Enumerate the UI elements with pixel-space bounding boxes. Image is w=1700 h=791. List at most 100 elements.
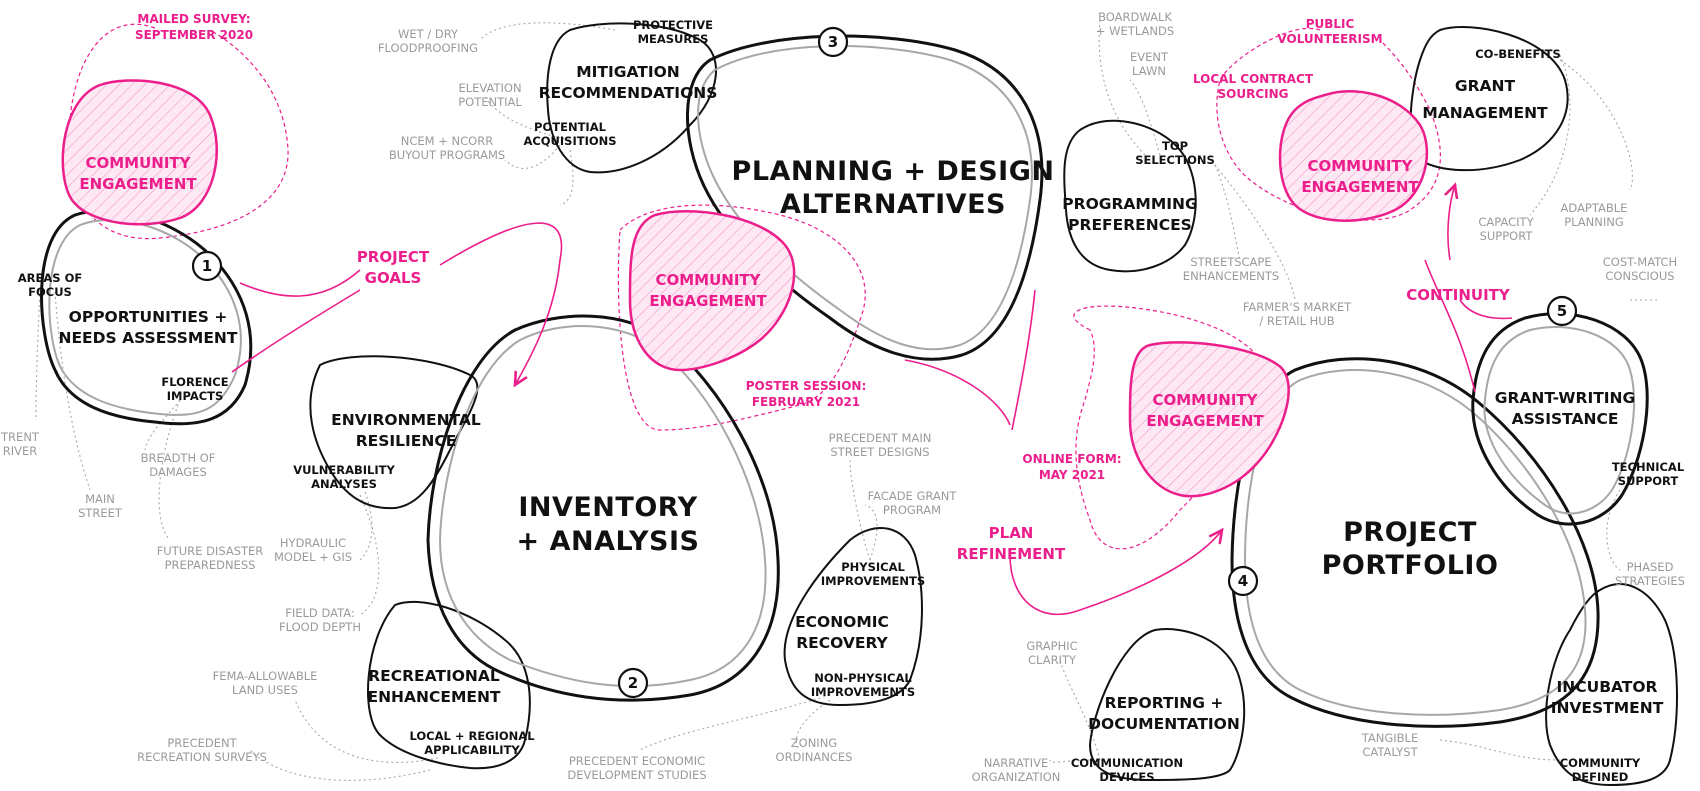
environmental-blob [309, 355, 479, 510]
svg-text:CLARITY: CLARITY [1028, 653, 1077, 667]
programming-blob [1063, 119, 1197, 273]
svg-text:RIVER: RIVER [3, 444, 38, 458]
svg-text:COMMUNITY: COMMUNITY [1560, 756, 1641, 770]
svg-text:CATALYST: CATALYST [1362, 745, 1418, 759]
svg-text:RECOVERY: RECOVERY [796, 634, 888, 652]
svg-text:APPLICABILITY: APPLICABILITY [424, 743, 520, 757]
transition-arrows [231, 185, 1513, 616]
svg-text:PROGRAMMING: PROGRAMMING [1062, 195, 1197, 213]
community-engagement-4: COMMUNITY ENGAGEMENT PUBLIC VOLUNTEERISM… [1193, 17, 1419, 196]
svg-text:IMPROVEMENTS: IMPROVEMENTS [821, 574, 925, 588]
stage-number-3: 3 [817, 26, 849, 58]
svg-text:RECREATIONAL: RECREATIONAL [368, 667, 500, 685]
svg-text:PLANNING + DESIGN: PLANNING + DESIGN [732, 156, 1055, 187]
svg-text:PREFERENCES: PREFERENCES [1068, 216, 1192, 234]
community-engagement-1: COMMUNITY ENGAGEMENT MAILED SURVEY: SEPT… [79, 12, 253, 193]
mitigation-recommendations: MITIGATION RECOMMENDATIONS PROTECTIVE ME… [378, 18, 717, 162]
svg-text:INVENTORY: INVENTORY [518, 492, 697, 523]
economic-blob [783, 527, 923, 706]
svg-text:ENHANCEMENTS: ENHANCEMENTS [1183, 269, 1279, 283]
svg-text:CAPACITY: CAPACITY [1478, 215, 1534, 229]
svg-text:POSTER SESSION:: POSTER SESSION: [746, 379, 867, 393]
svg-text:DOCUMENTATION: DOCUMENTATION [1088, 715, 1240, 733]
svg-text:ENGAGEMENT: ENGAGEMENT [649, 292, 767, 310]
community-blobs [61, 79, 1429, 498]
svg-text:STREET DESIGNS: STREET DESIGNS [830, 445, 929, 459]
svg-text:PROGRAM: PROGRAM [883, 503, 941, 517]
svg-text:ORDINANCES: ORDINANCES [776, 750, 853, 764]
svg-text:RECREATION SURVEYS: RECREATION SURVEYS [137, 750, 267, 764]
svg-text:GRAPHIC: GRAPHIC [1026, 639, 1077, 653]
svg-text:TANGIBLE: TANGIBLE [1361, 731, 1418, 745]
svg-text:AREAS OF: AREAS OF [18, 271, 82, 285]
svg-text:ORGANIZATION: ORGANIZATION [972, 770, 1061, 784]
reporting-documentation: REPORTING + DOCUMENTATION COMMUNICATION … [972, 639, 1240, 784]
svg-text:BREADTH OF: BREADTH OF [141, 451, 216, 465]
svg-text:REFINEMENT: REFINEMENT [957, 545, 1066, 563]
project-goals-label: PROJECT GOALS [357, 248, 430, 287]
svg-text:COMMUNITY: COMMUNITY [655, 271, 761, 289]
svg-text:DAMAGES: DAMAGES [149, 465, 207, 479]
svg-text:BOARDWALK: BOARDWALK [1098, 10, 1172, 24]
svg-text:NON-PHYSICAL: NON-PHYSICAL [814, 671, 912, 685]
svg-text:4: 4 [1238, 572, 1248, 590]
community-engagement-2: COMMUNITY ENGAGEMENT POSTER SESSION: FEB… [649, 271, 866, 409]
svg-text:FACADE GRANT: FACADE GRANT [868, 489, 958, 503]
grant-management-blob [1409, 26, 1569, 172]
svg-text:STREET: STREET [78, 506, 123, 520]
stage-2-title: INVENTORY + ANALYSIS [517, 492, 699, 557]
svg-text:BUYOUT PROGRAMS: BUYOUT PROGRAMS [389, 148, 505, 162]
svg-text:ENHANCEMENT: ENHANCEMENT [367, 688, 500, 706]
svg-text:DEVICES: DEVICES [1099, 770, 1154, 784]
stage-number-4: 4 [1227, 565, 1259, 597]
arrow-to-inventory [439, 222, 563, 385]
incubator-blob [1545, 583, 1678, 786]
svg-text:FUTURE DISASTER: FUTURE DISASTER [157, 544, 264, 558]
svg-text:PROJECT: PROJECT [1343, 517, 1477, 548]
svg-text:OPPORTUNITIES +: OPPORTUNITIES + [69, 308, 228, 326]
svg-text:PREPAREDNESS: PREPAREDNESS [165, 558, 256, 572]
environmental-resilience: ENVIRONMENTAL RESILIENCE VULNERABILITY A… [274, 411, 481, 634]
svg-text:GOALS: GOALS [365, 269, 422, 287]
svg-text:PHYSICAL: PHYSICAL [841, 560, 905, 574]
svg-text:SELECTIONS: SELECTIONS [1135, 153, 1215, 167]
svg-text:ONLINE FORM:: ONLINE FORM: [1022, 452, 1121, 466]
svg-text:ENGAGEMENT: ENGAGEMENT [1301, 178, 1419, 196]
svg-text:PHASED: PHASED [1627, 560, 1674, 574]
svg-text:CONTINUITY: CONTINUITY [1406, 286, 1511, 304]
arrow-to-portfolio [1009, 530, 1222, 616]
economic-recovery: ECONOMIC RECOVERY PHYSICAL IMPROVEMENTS … [567, 431, 957, 782]
svg-text:EVENT: EVENT [1130, 50, 1169, 64]
svg-text:MODEL + GIS: MODEL + GIS [274, 550, 352, 564]
svg-text:TECHNICAL: TECHNICAL [1612, 460, 1685, 474]
arrow-to-grant [1448, 185, 1455, 261]
continuity-label: CONTINUITY [1406, 286, 1511, 304]
stage-1-title: OPPORTUNITIES + NEEDS ASSESSMENT [59, 308, 238, 347]
svg-text:ASSISTANCE: ASSISTANCE [1512, 410, 1619, 428]
svg-text:2: 2 [628, 674, 638, 692]
svg-text:PRECEDENT ECONOMIC: PRECEDENT ECONOMIC [569, 754, 705, 768]
svg-text:ENVIRONMENTAL: ENVIRONMENTAL [331, 411, 481, 429]
svg-text:TOP: TOP [1162, 139, 1188, 153]
svg-text:LAWN: LAWN [1132, 64, 1166, 78]
svg-text:FEMA-ALLOWABLE: FEMA-ALLOWABLE [213, 669, 318, 683]
svg-text:1: 1 [202, 257, 212, 275]
svg-text:VULNERABILITY: VULNERABILITY [293, 463, 395, 477]
svg-text:SUPPORT: SUPPORT [1618, 474, 1679, 488]
stage-number-1: 1 [191, 250, 223, 282]
svg-text:ZONING: ZONING [791, 736, 837, 750]
stage-5-title: GRANT-WRITING ASSISTANCE [1495, 389, 1636, 428]
svg-text:COMMUNITY: COMMUNITY [1307, 157, 1413, 175]
svg-text:IMPACTS: IMPACTS [167, 389, 224, 403]
svg-text:COMMUNICATION: COMMUNICATION [1071, 756, 1183, 770]
svg-text:PRECEDENT MAIN: PRECEDENT MAIN [829, 431, 932, 445]
mitigation-blob [546, 22, 717, 174]
recreational-blob [367, 601, 531, 770]
svg-text:PORTFOLIO: PORTFOLIO [1322, 550, 1499, 581]
svg-text:COMMUNITY: COMMUNITY [85, 154, 191, 172]
svg-text:REPORTING +: REPORTING + [1105, 694, 1224, 712]
svg-text:NEEDS ASSESSMENT: NEEDS ASSESSMENT [59, 329, 238, 347]
stage-5-details: COST-MATCH CONSCIOUS TECHNICAL SUPPORT P… [1603, 255, 1685, 588]
stage-3-title: PLANNING + DESIGN ALTERNATIVES [732, 156, 1055, 220]
